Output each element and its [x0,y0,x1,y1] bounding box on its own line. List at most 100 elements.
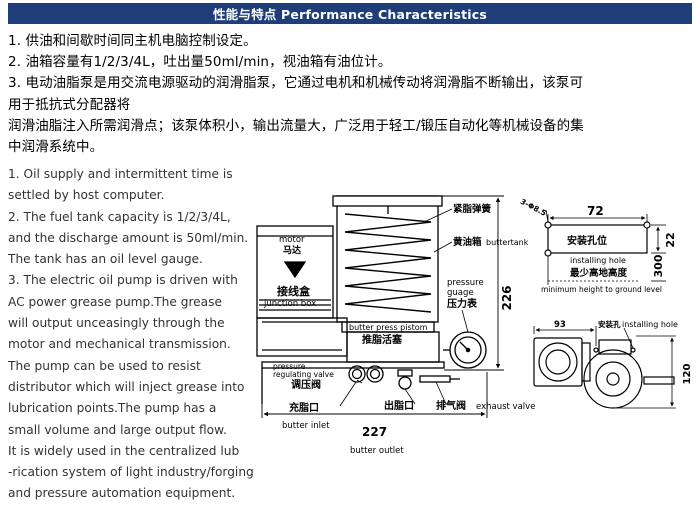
pressure-gauge-dial [454,336,482,364]
tension-spring [344,213,432,313]
en-line: 2. The fuel tank capacity is 1/2/3/4L, [8,209,231,224]
en-line: distributor which will inject grease int… [8,379,245,394]
leader-line [435,381,447,405]
piston-label-en: butter press pistom [349,323,428,332]
install-hole-icon [593,347,599,353]
header-title: 性能与特点 Performance Characteristics [212,7,487,22]
tank-label-cn: 黄油箱 [453,236,482,248]
valve-label-en-2: regulating valve [273,370,334,379]
leader-line [423,208,453,223]
main-pump-diagram [256,195,504,418]
english-description: 1. Oil supply and intermittent time is s… [8,164,258,505]
dim-72-label: 72 [587,204,604,218]
tank-top-view [583,349,643,409]
en-line: 3. The electric oil pump is driven with [8,273,238,288]
regulating-valve-inner [351,368,363,380]
cn-line: 2. 油箱容量有1/2/3/4L，吐出量50ml/min，视油箱有油位计。 [8,54,392,71]
height-dimension: 226 [500,285,514,310]
gauge-label-cn: 压力表 [447,297,478,310]
install-hole-icon [544,249,552,257]
en-line: and the discharge amount is 50ml/min. [8,230,249,245]
tank-top-center [606,372,620,386]
min-height-label-en: minimum height to ground level [541,285,662,294]
inlet-label-cn: 充脂口 [289,401,319,414]
outlet-label-cn: 出脂口 [384,399,414,412]
outlet-label-en: butter outlet [350,446,404,456]
gauge-label-en-1: pressure [447,278,484,288]
valve-label-en-1: pressure [273,362,306,371]
install-hole-label-cn: 安装孔位 [567,234,607,247]
top-hole-label-cn: 安装孔 [598,319,621,329]
gauge-label-en-2: guage [447,288,474,298]
tank-label-en: buttertank [486,238,529,247]
cn-line: 中润滑系统中。 [8,139,104,156]
junction-label-en: junction box [263,299,316,309]
handle [643,376,675,385]
dim-22-label: 22 [664,232,677,247]
cn-line: 润滑油脂注入所需润滑点；该泵体积小，输出流量大，广泛用于轻工/锻压自动化等机械设… [8,117,584,134]
install-hole-diagram [544,209,666,285]
leader-line [545,209,549,223]
tank-top-inner [595,361,631,397]
motor-top-view [533,337,583,387]
motor-top-circle [538,342,578,382]
en-line: and pressure automation equipment. [8,486,236,501]
motor-top-inner [545,349,571,375]
install-hole-labels: 3-Φ8.5 72 安装孔位 installing hole 最少高地高度 mi… [519,197,677,294]
leader-line [339,381,357,407]
piston-label-cn: 推脂活塞 [362,333,403,346]
tank-lid [332,195,443,207]
leader-line [433,241,453,253]
min-height-label-cn: 最少高地高度 [570,267,628,279]
dim-93-label: 93 [554,320,566,330]
en-line: AC power grease pump.The grease [8,294,222,309]
motor-label-en: motor [279,235,305,245]
cn-line: 3. 电动油脂泵是用交流电源驱动的润滑脂泵，它通过电机和机械传动将润滑脂不断输出… [8,75,584,92]
en-line: will output unceasingly through the [8,316,225,331]
outlet-block [397,369,413,377]
chinese-description: 1. 供油和间歇时间同主机电脑控制设定。 2. 油箱容量有1/2/3/4L，吐出… [8,31,694,158]
install-hole-icon [544,221,552,229]
cn-line: 1. 供油和间歇时间同主机电脑控制设定。 [8,33,257,49]
cn-line: 用于抵抗式分配器将 [8,96,131,113]
install-hole-icon [630,347,636,353]
spring-label-cn: 紧脂弹簧 [453,203,492,215]
butter-outlet-port [398,376,412,390]
exhaust-label-cn: 排气阀 [436,399,466,412]
leader-line [356,379,363,384]
regulating-valve [366,365,384,383]
top-bracket [598,339,632,355]
en-line: The tank has an oil level gauge. [8,252,203,267]
install-hole-label-en: installing hole [570,256,626,265]
pump-base [261,361,445,369]
install-plate [547,224,648,254]
top-view-labels: 93 安装孔 installing hole 120 [554,319,693,384]
regulating-valve [348,365,366,383]
valve-label-cn: 调压阀 [291,378,321,391]
motor-label-cn: 马达 [283,244,301,256]
header-bar: 性能与特点 Performance Characteristics [8,3,692,24]
en-line: small volume and large output flow. [8,422,227,437]
junction-label-cn: 接线盒 [277,284,311,298]
regulating-valve-inner [369,368,381,380]
hole-spec-label: 3-Φ8.5 [519,197,548,218]
en-line: 1. Oil supply and intermittent time is [8,167,233,181]
exhaust-valve [419,375,451,383]
en-line: -rication system of light industry/forgi… [8,465,254,480]
exhaust-label-en: exhaust valve [476,402,535,412]
leader-line [404,388,416,405]
warning-triangle-icon [283,261,307,279]
en-line: settled by host computer. [8,188,165,203]
dim-120-label: 120 [682,364,693,385]
inlet-label-en: butter inlet [282,421,330,431]
top-hole-label-en: installing hole [622,320,678,329]
top-view-diagram [533,326,676,409]
leader-line [461,309,469,333]
leader-line [623,327,634,349]
en-line: motor and mechanical transmission. [8,337,231,352]
en-line: lubrication points.The pump has a [8,401,217,416]
width-dimension: 227 [362,425,387,439]
en-line: The pump can be used to resist [8,358,201,373]
dim-300-label: 300 [652,254,665,277]
